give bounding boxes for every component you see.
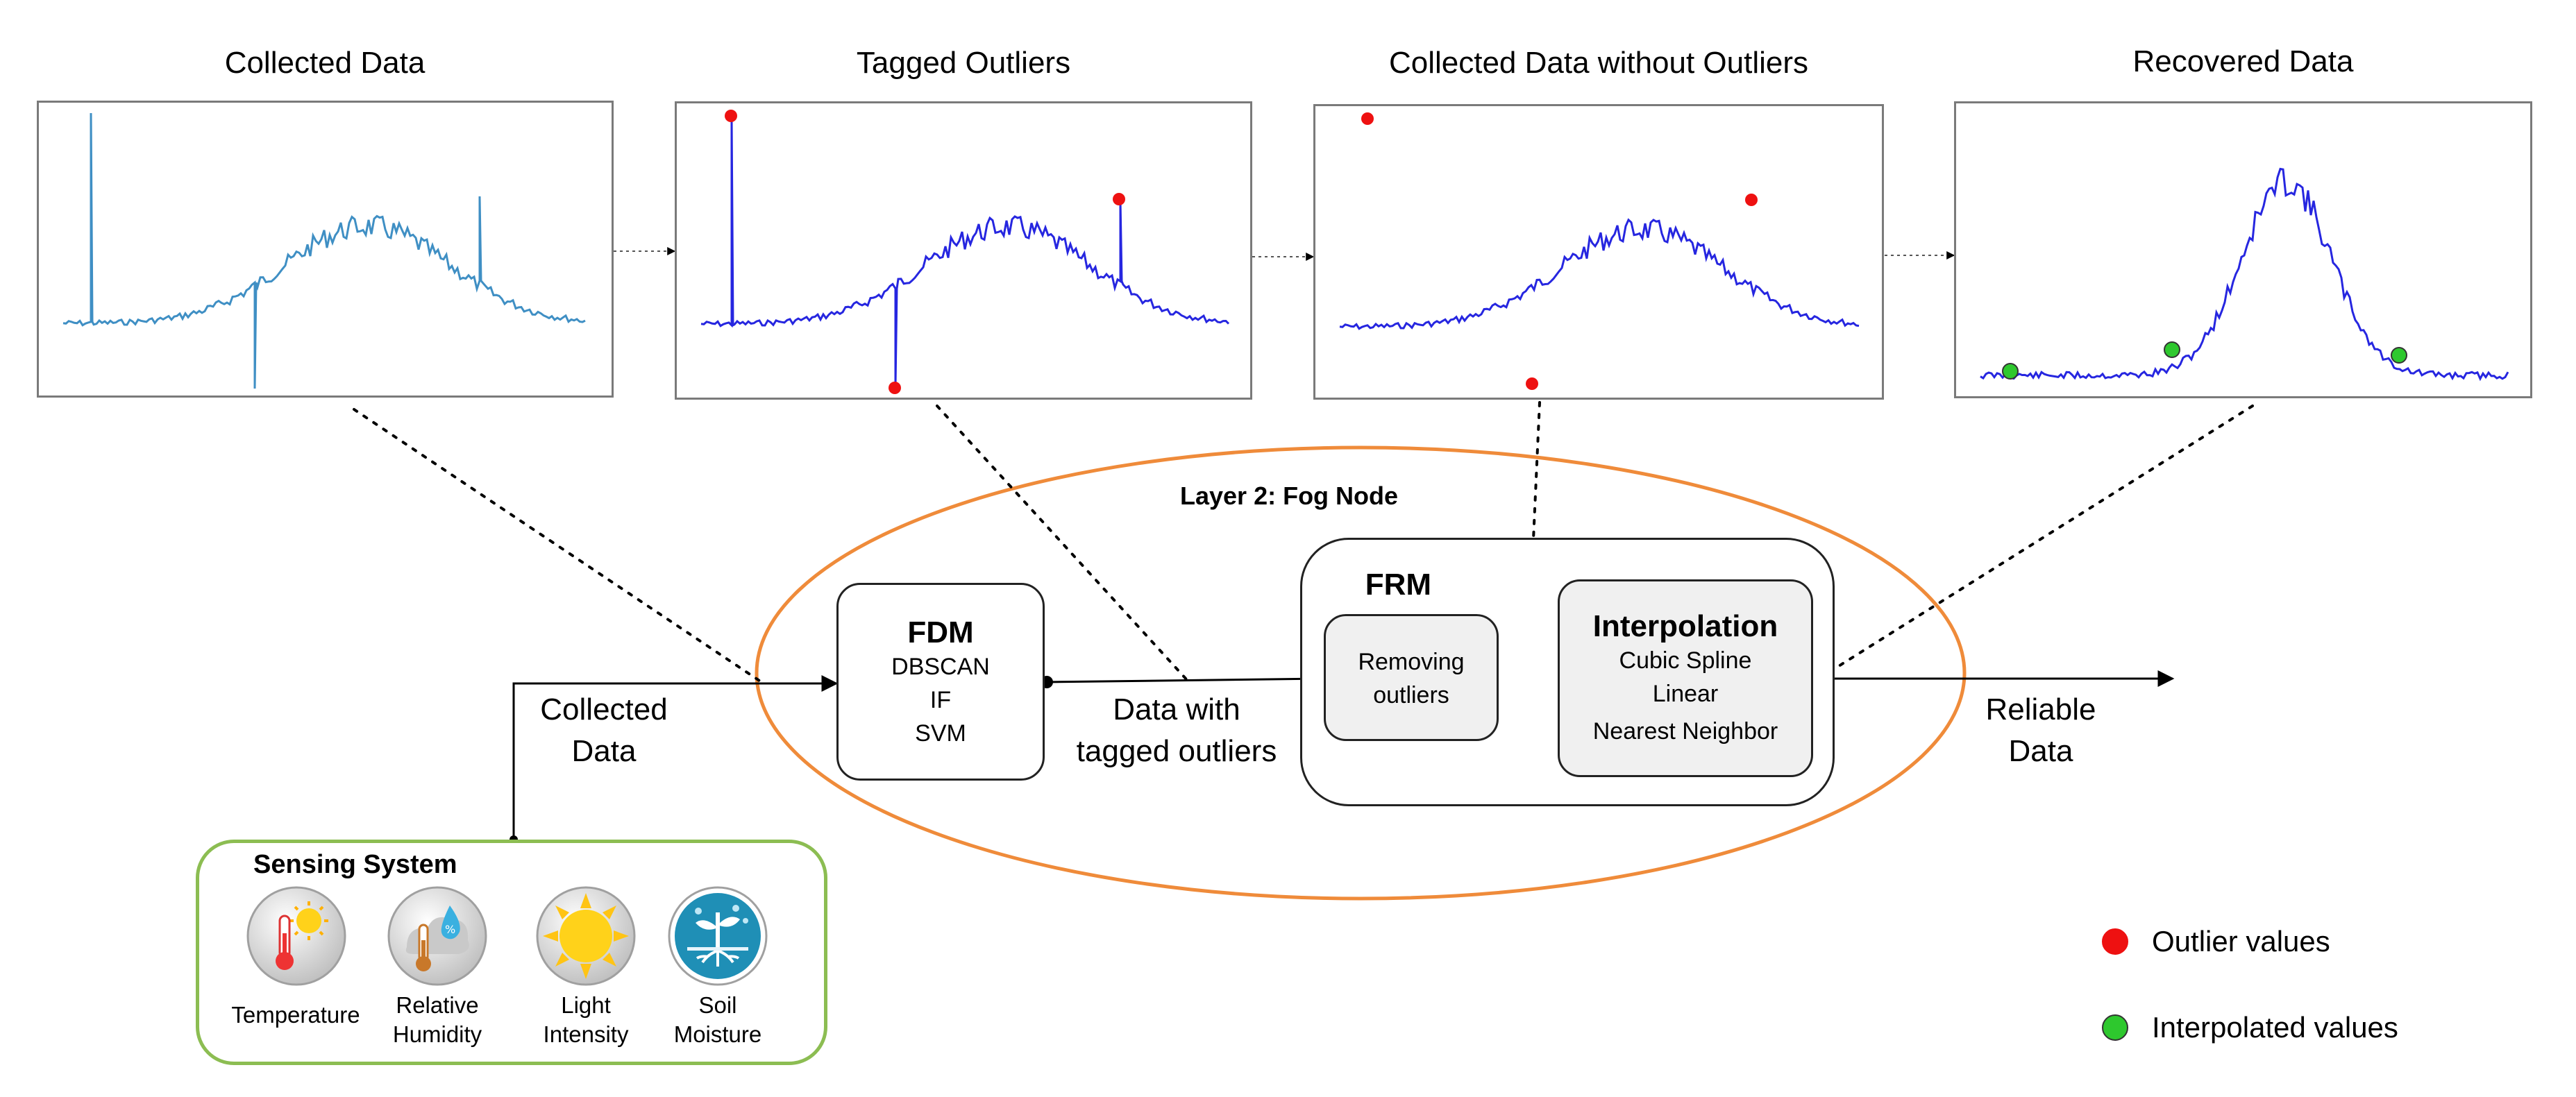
fdm-title: FDM — [907, 615, 974, 649]
panel-without-outliers — [1313, 104, 1884, 400]
tagged-data-arrow — [1046, 670, 1328, 688]
fdm-method: SVM — [915, 720, 966, 747]
outlier-point — [725, 110, 737, 122]
collected-data-arrow — [512, 675, 839, 840]
fdm-method: IF — [929, 687, 952, 713]
fdm-method: DBSCAN — [891, 654, 990, 680]
sensor-label-temperature: Temperature — [231, 1002, 360, 1028]
sun-icon — [536, 886, 636, 986]
panel-title-collected: Collected Data — [224, 46, 426, 80]
thermometer-sun-icon — [246, 886, 346, 986]
removing-outliers-box: Removing outliers — [1324, 614, 1499, 741]
humidity-icon: % — [387, 886, 487, 986]
legend-interpolated-dot — [2102, 1014, 2128, 1041]
fog-node-ellipse — [755, 445, 1967, 901]
outlier-point — [1526, 377, 1538, 390]
interpolation-method: Cubic Spline — [1619, 647, 1752, 674]
panel-title-recovered: Recovered Data — [2132, 44, 2354, 78]
interpolated-point — [2002, 363, 2019, 380]
fog-node-label: Layer 2: Fog Node — [1180, 482, 1399, 510]
collected-data-plot — [62, 112, 586, 389]
interpolation-method: Linear — [1652, 681, 1719, 707]
outlier-point — [1361, 112, 1374, 125]
without-outliers-plot — [1339, 112, 1860, 390]
interpolation-title: Interpolation — [1592, 609, 1778, 643]
panel-recovered-data — [1954, 101, 2532, 398]
panel-tagged-outliers — [675, 101, 1252, 400]
interpolated-point — [2391, 347, 2407, 364]
outlier-point — [889, 382, 901, 394]
outlier-point — [1745, 194, 1758, 206]
panel-collected-data — [37, 101, 614, 398]
sensor-label-humidity: Relative Humidity — [392, 992, 482, 1047]
panel-title-without: Collected Data without Outliers — [1388, 46, 1809, 80]
flow-label-tagged: Data with tagged outliers — [1076, 692, 1277, 768]
frm-title: FRM — [1365, 568, 1431, 602]
flow-label-collected: Collected Data — [540, 692, 668, 768]
legend-outlier-dot — [2102, 928, 2128, 955]
sensor-label-soil: Soil Moisture — [673, 992, 762, 1047]
interpolation-method: Nearest Neighbor — [1592, 718, 1778, 745]
removing-outliers-label: Removing outliers — [1358, 649, 1465, 708]
svg-text:%: % — [445, 923, 455, 936]
sensing-system-title: Sensing System — [253, 850, 457, 879]
legend-outlier-label: Outlier values — [2152, 925, 2330, 958]
soil-moisture-icon — [668, 886, 768, 986]
sensor-label-light: Light Intensity — [543, 992, 629, 1047]
fdm-box: FDM DBSCAN IF SVM — [836, 583, 1045, 781]
flow-label-reliable: Reliable Data — [1985, 692, 2096, 768]
interpolation-box: Interpolation Cubic Spline Linear Neares… — [1558, 579, 1813, 777]
outlier-point — [1113, 193, 1125, 205]
interpolated-point — [2164, 341, 2180, 358]
panel-title-tagged: Tagged Outliers — [856, 46, 1071, 80]
tagged-outliers-plot — [700, 110, 1230, 394]
legend-interpolated-label: Interpolated values — [2152, 1011, 2398, 1044]
recovered-data-plot — [1980, 167, 2509, 382]
